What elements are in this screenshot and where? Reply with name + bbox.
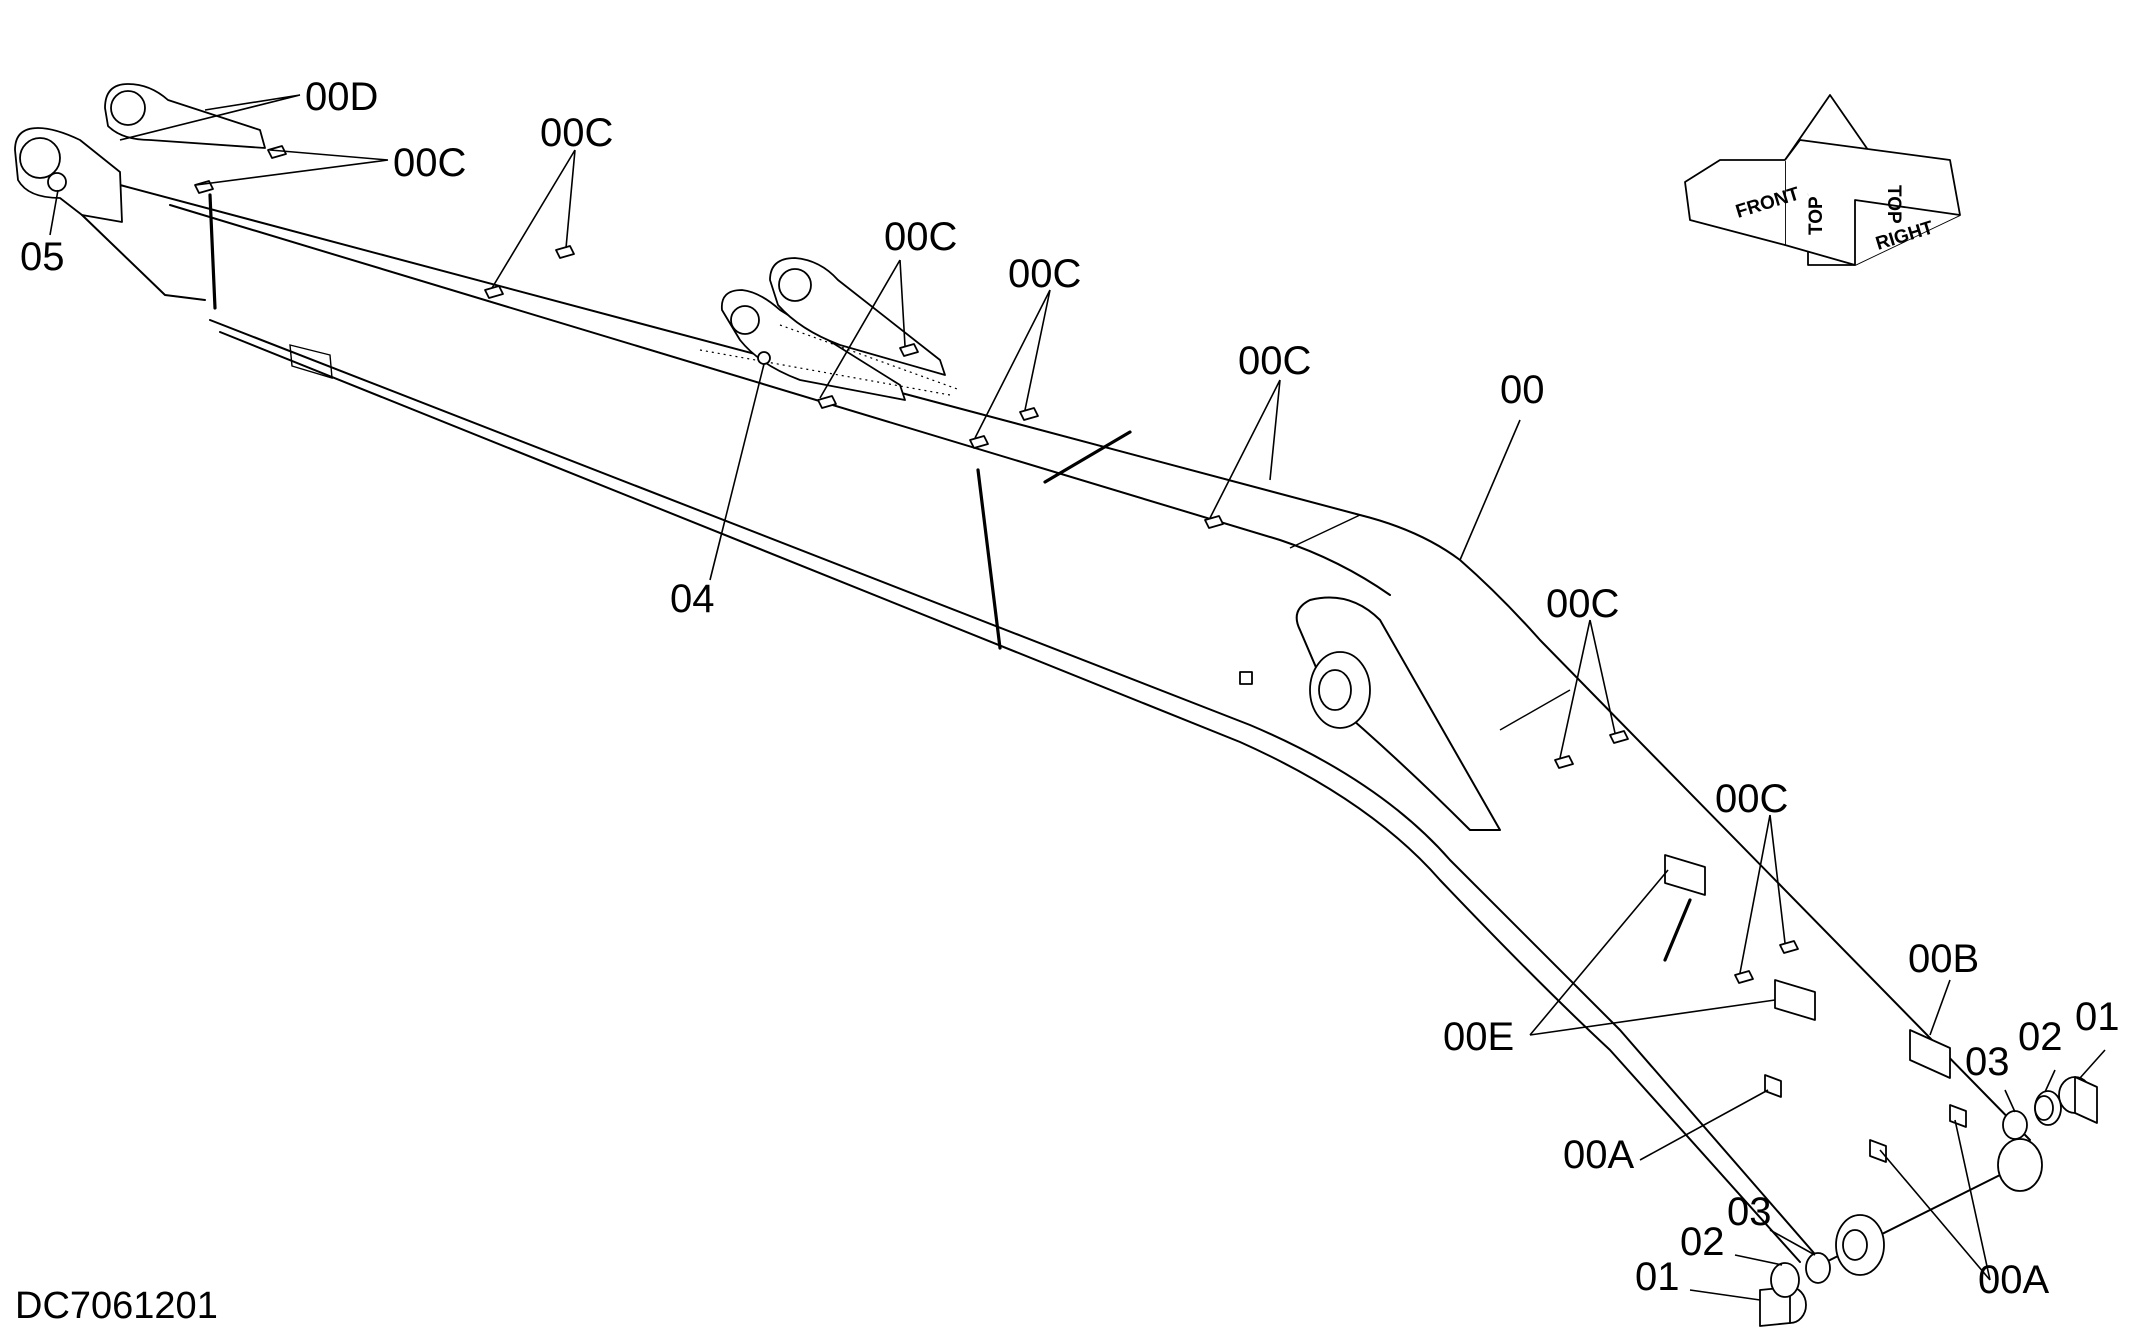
center-bracket <box>699 257 961 401</box>
boom-body <box>119 184 2031 1263</box>
callout-00: 00 <box>1500 368 1545 412</box>
callout-00C-c: 00C <box>884 215 957 259</box>
callout-00A-a: 00A <box>1563 1133 1634 1177</box>
callout-00D: 00D <box>305 75 378 119</box>
document-id: DC7061201 <box>15 1285 218 1327</box>
clip-group <box>194 145 1967 1163</box>
callout-03-b: 03 <box>1727 1190 1772 1234</box>
callout-00C-f: 00C <box>1546 582 1619 626</box>
callout-00C-d: 00C <box>1008 252 1081 296</box>
callout-01-a: 01 <box>2075 995 2120 1039</box>
callout-02-a: 02 <box>2018 1015 2063 1059</box>
callout-00C-g: 00C <box>1715 777 1788 821</box>
callout-05: 05 <box>20 235 65 279</box>
pin-parts <box>1759 1076 2098 1327</box>
callout-00A-b: 00A <box>1978 1258 2049 1302</box>
callout-labels: 00D 00C 00C 00C 00C 00C 00C 00C 00 05 04… <box>20 75 2120 1302</box>
boom-foot-end <box>1829 1138 2043 1276</box>
callout-04: 04 <box>670 577 715 621</box>
callout-00B: 00B <box>1908 937 1979 981</box>
rear-pivot-plate <box>1239 596 1501 831</box>
callout-00C-a: 00C <box>393 141 466 185</box>
callout-00C-b: 00C <box>540 111 613 155</box>
callout-02-b: 02 <box>1680 1220 1725 1264</box>
callout-01-b: 01 <box>1635 1255 1680 1299</box>
leader-lines <box>49 94 2106 1301</box>
callout-00E: 00E <box>1443 1015 1514 1059</box>
orientation-top-label-b: TOP <box>1883 185 1904 224</box>
callout-00C-e: 00C <box>1238 339 1311 383</box>
orientation-top-label-a: TOP <box>1806 196 1827 235</box>
boom-arm-end <box>14 83 333 379</box>
orientation-icon: FRONT TOP TOP RIGHT <box>1684 94 1961 266</box>
callout-03-a: 03 <box>1965 1040 2010 1084</box>
